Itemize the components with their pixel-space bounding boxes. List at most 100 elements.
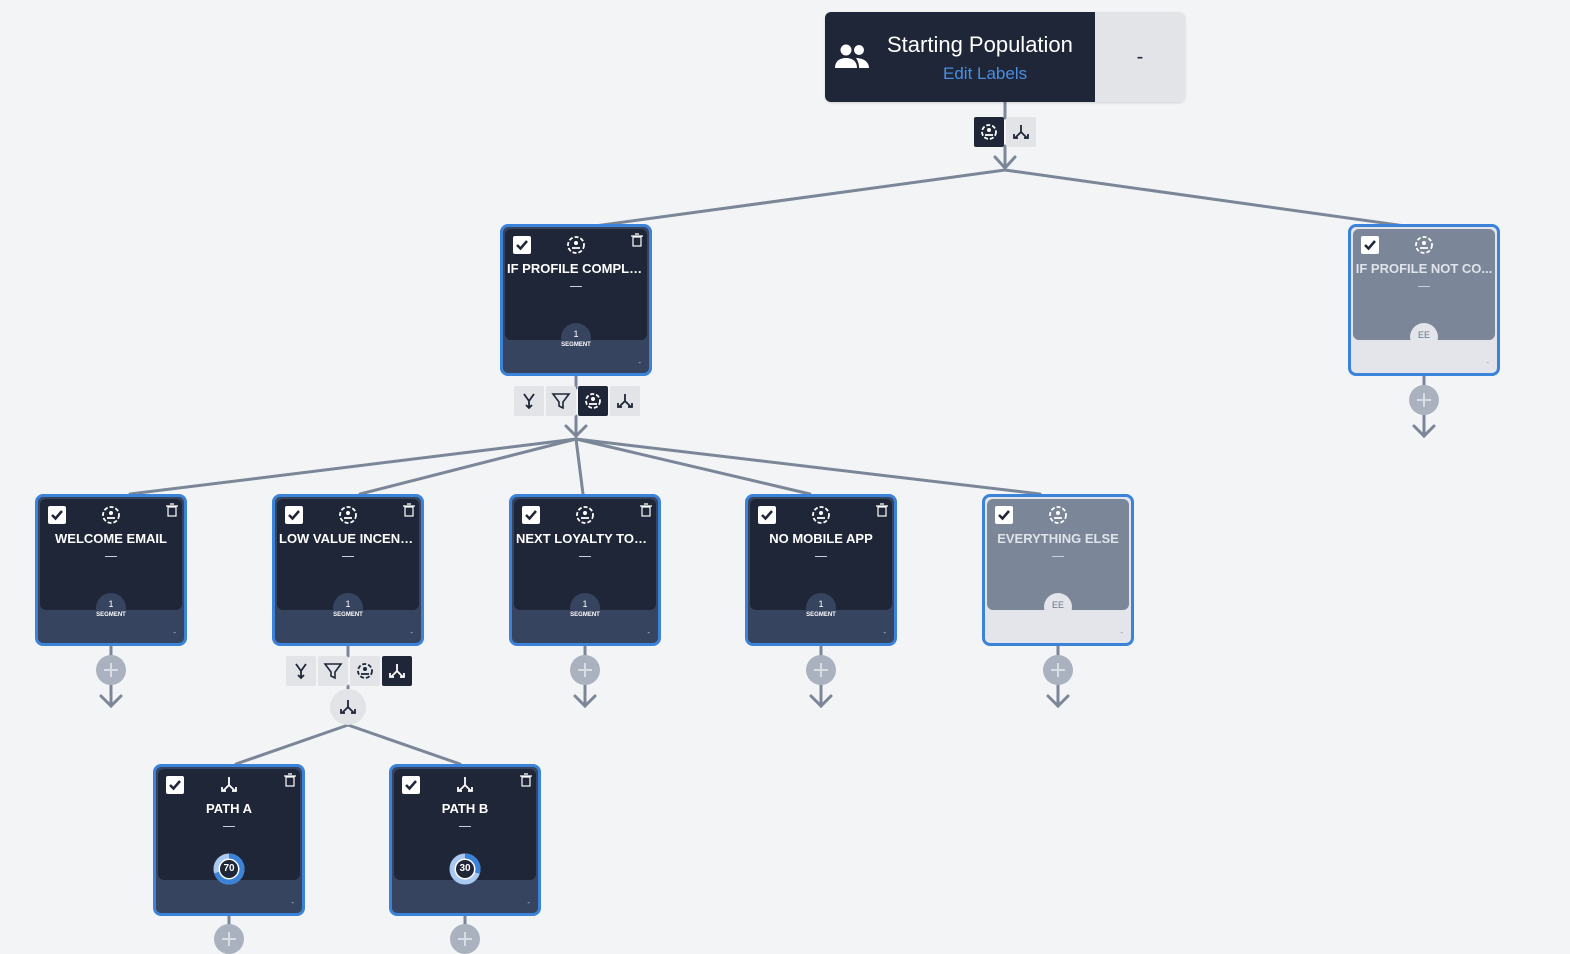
starting-population-node[interactable]: Starting Population Edit Labels - [825,12,1185,102]
card-title: IF PROFILE COMPLE... [507,261,645,276]
trash-icon[interactable] [403,503,415,517]
card-title: IF PROFILE NOT CO... [1355,261,1493,276]
add-step-button[interactable] [1043,655,1073,685]
add-step-button[interactable] [214,924,244,954]
path-b-card[interactable]: PATH B 30 - [389,764,541,916]
trash-icon[interactable] [520,773,532,787]
divider [815,556,827,557]
filter-button[interactable] [546,386,576,416]
merge-icon [523,393,535,410]
divider [570,286,582,287]
trash-icon[interactable] [631,233,643,247]
target-icon [981,124,997,140]
no-mobile-app-card[interactable]: NO MOBILE APP 1 SEGMENT - [745,494,897,646]
check-icon [761,510,773,521]
check-icon [169,780,181,791]
segment-count: 1 [345,599,351,609]
target-button[interactable] [350,656,380,686]
add-step-button[interactable] [96,655,126,685]
split-node[interactable] [330,689,366,725]
filter-icon [323,663,343,680]
target-icon [585,393,601,409]
split-button[interactable] [382,656,412,686]
everything-else-card[interactable]: EVERYTHING ELSE EE - [982,494,1134,646]
split-icon [457,777,473,792]
trash-icon[interactable] [640,503,652,517]
everything-else-badge: EE [1410,323,1438,351]
card-footer: - [883,628,886,637]
check-icon [525,510,537,521]
add-step-button[interactable] [1409,385,1439,415]
add-step-button[interactable] [450,924,480,954]
percent-donut [213,853,245,885]
split-button[interactable] [610,386,640,416]
card-footer: - [291,898,294,907]
target-button[interactable] [974,117,1004,147]
split-button[interactable] [1006,117,1036,147]
target-icon [357,663,373,679]
starting-population-panel: Starting Population Edit Labels [825,12,1095,102]
card-footer: - [638,358,641,367]
target-icon [812,506,830,524]
segment-label: SEGMENT [570,612,600,618]
segment-label: SEGMENT [561,342,591,348]
segment-count: 1 [818,599,824,609]
checkbox[interactable] [402,776,420,794]
path-a-card[interactable]: PATH A 70 - [153,764,305,916]
split-icon [221,777,237,792]
checkbox[interactable] [522,506,540,524]
checkbox[interactable] [995,506,1013,524]
card-footer: - [1486,358,1489,367]
divider [342,556,354,557]
check-icon [516,240,528,251]
card-footer: - [173,628,176,637]
divider [1052,556,1064,557]
segment-count: 1 [573,329,579,339]
target-icon [1049,506,1067,524]
checkbox[interactable] [1361,236,1379,254]
everything-else-badge: EE [1044,593,1072,621]
merge-button[interactable] [286,656,316,686]
checkbox[interactable] [48,506,66,524]
trash-icon[interactable] [876,503,888,517]
divider [223,826,235,827]
add-step-button[interactable] [570,655,600,685]
checkbox[interactable] [166,776,184,794]
next-loyalty-tour-card[interactable]: NEXT LOYALTY TOU... 1 SEGMENT - [509,494,661,646]
merge-button[interactable] [514,386,544,416]
divider [459,826,471,827]
edit-labels-link[interactable]: Edit Labels [943,64,1028,83]
target-icon [1415,236,1433,254]
segment-label: SEGMENT [333,612,363,618]
checkbox[interactable] [285,506,303,524]
filter-button[interactable] [318,656,348,686]
target-button[interactable] [578,386,608,416]
checkbox[interactable] [758,506,776,524]
check-icon [998,510,1010,521]
card-title: PATH A [206,801,252,816]
card-footer: - [410,628,413,637]
card-footer: - [527,898,530,907]
trash-icon[interactable] [166,503,178,517]
root-toolbar [974,117,1036,147]
low-value-incentive-card[interactable]: LOW VALUE INCENTI... 1 SEGMENT - [272,494,424,646]
card-footer: - [647,628,650,637]
divider [105,556,117,557]
if-profile-complete-card[interactable]: IF PROFILE COMPLE... 1 SEGMENT - [500,224,652,376]
card-title: NO MOBILE APP [769,531,873,546]
checkbox[interactable] [513,236,531,254]
trash-icon[interactable] [284,773,296,787]
target-icon [102,506,120,524]
split-icon [617,394,633,408]
add-step-button[interactable] [806,655,836,685]
root-value: - [1095,12,1185,102]
segment-label: SEGMENT [96,612,126,618]
if-profile-not-complete-card[interactable]: IF PROFILE NOT CO... EE - [1348,224,1500,376]
check-icon [405,780,417,791]
segment-label: SEGMENT [806,612,836,618]
card-title: NEXT LOYALTY TOU... [516,531,654,546]
root-title: Starting Population [887,32,1073,57]
welcome-email-card[interactable]: WELCOME EMAIL 1 SEGMENT - [35,494,187,646]
check-icon [51,510,63,521]
divider [579,556,591,557]
